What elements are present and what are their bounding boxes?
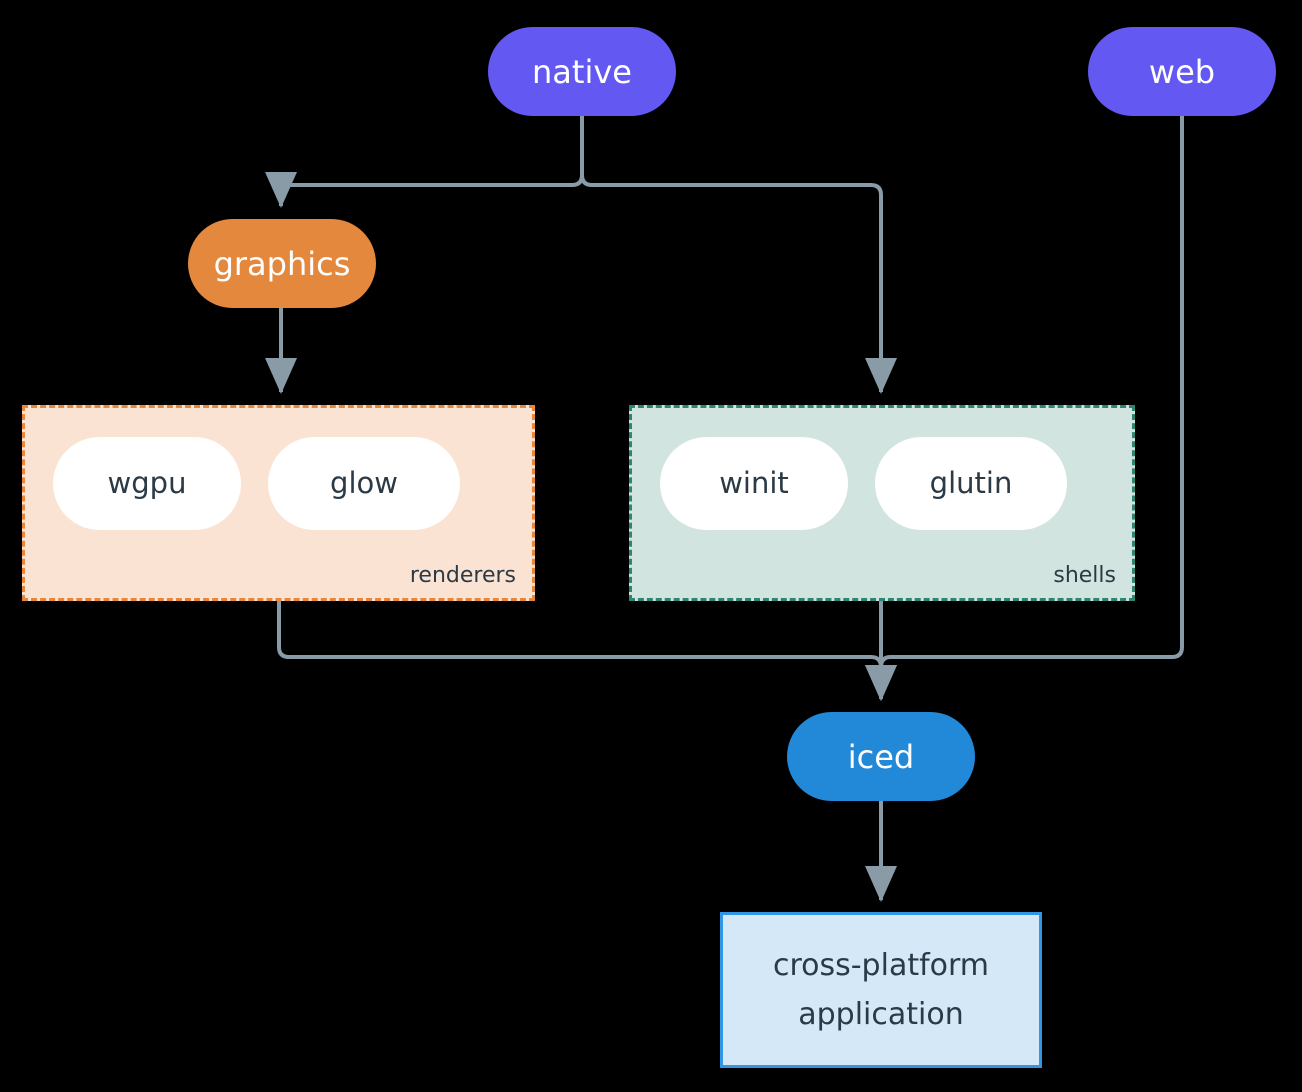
cluster-item-winit[interactable]: winit [660,437,848,530]
node-native[interactable]: native [488,27,676,116]
cluster-item-wgpu-label: wgpu [107,466,187,500]
node-application-label-line2: application [798,997,964,1032]
edge-native-to-graphics [265,116,584,208]
node-web[interactable]: web [1088,27,1276,116]
node-application-label-line1: cross-platform [772,947,990,983]
node-graphics[interactable]: graphics [188,219,376,308]
cluster-shells: winit glutin shells [629,405,1135,601]
cluster-item-glutin[interactable]: glutin [875,437,1067,530]
node-graphics-label: graphics [213,244,351,283]
cluster-item-glow[interactable]: glow [268,437,460,530]
cluster-renderers: wgpu glow renderers [22,405,535,601]
cluster-item-winit-label: winit [719,466,789,500]
cluster-item-wgpu[interactable]: wgpu [53,437,241,530]
edge-native-to-shells [580,116,897,394]
cluster-shells-label: shells [1053,563,1116,588]
cluster-item-glow-label: glow [330,466,398,500]
node-native-label: native [532,52,632,91]
node-iced[interactable]: iced [787,712,975,801]
edge-renderers-to-iced [277,601,897,701]
edge-web-to-iced [865,116,1184,701]
node-application[interactable]: cross-platform application [720,912,1042,1068]
cluster-item-glutin-label: glutin [929,466,1013,500]
cluster-renderers-label: renderers [409,563,516,588]
node-web-label: web [1148,52,1216,91]
node-iced-label: iced [847,737,915,776]
